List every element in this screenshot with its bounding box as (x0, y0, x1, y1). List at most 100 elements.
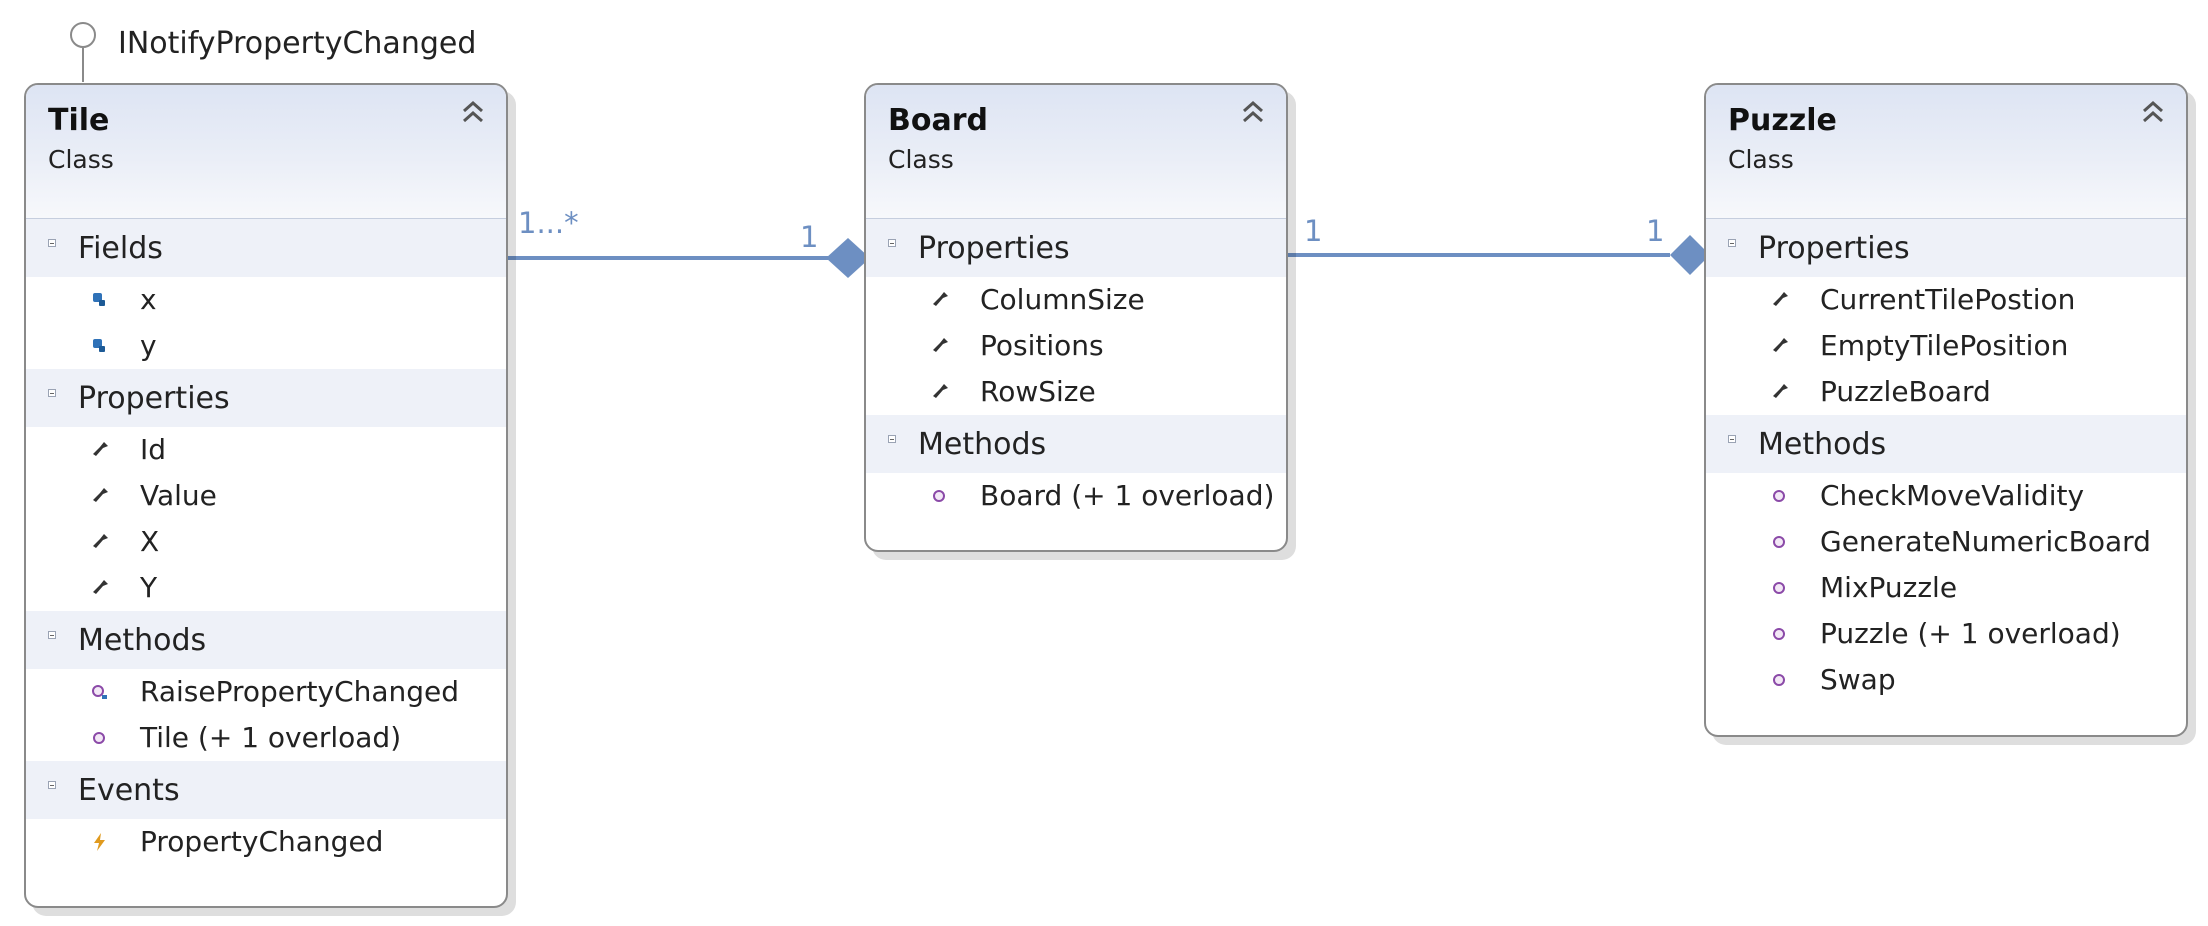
member-row[interactable]: Swap (1706, 657, 2186, 703)
property-icon (1770, 336, 1790, 356)
property-icon (90, 578, 110, 598)
member-row[interactable]: GenerateNumericBoard (1706, 519, 2186, 565)
section-label: Properties (1758, 231, 1910, 266)
field-icon (90, 336, 110, 356)
tile-board-target-multiplicity: 1 (800, 220, 819, 254)
section-collapse-icon[interactable] (1728, 435, 1736, 443)
member-row[interactable]: PuzzleBoard (1706, 369, 2186, 415)
section-collapse-icon[interactable] (888, 239, 896, 247)
member-name: PropertyChanged (140, 825, 384, 858)
member-row[interactable]: RaisePropertyChanged (26, 669, 506, 715)
member-name: CheckMoveValidity (1820, 479, 2085, 512)
field-icon (90, 290, 110, 310)
member-row[interactable]: Puzzle (+ 1 overload) (1706, 611, 2186, 657)
method-icon (1770, 670, 1790, 690)
member-row[interactable]: ColumnSize (866, 277, 1286, 323)
private-method-icon (90, 682, 110, 702)
board-puzzle-source-multiplicity: 1 (1304, 214, 1323, 248)
class-stereotype: Class (48, 145, 114, 174)
section-label: Methods (78, 623, 207, 658)
section-header-events[interactable]: Events (26, 761, 506, 819)
property-icon (930, 382, 950, 402)
member-name: Board (+ 1 overload) (980, 479, 1275, 512)
section-header-methods[interactable]: Methods (26, 611, 506, 669)
section-collapse-icon[interactable] (48, 389, 56, 397)
method-icon (1770, 578, 1790, 598)
member-row[interactable]: EmptyTilePosition (1706, 323, 2186, 369)
member-row[interactable]: CurrentTilePostion (1706, 277, 2186, 323)
member-name: RowSize (980, 375, 1096, 408)
member-row[interactable]: Tile (+ 1 overload) (26, 715, 506, 761)
section-label: Methods (918, 427, 1047, 462)
member-name: Puzzle (+ 1 overload) (1820, 617, 2121, 650)
member-row[interactable]: PropertyChanged (26, 819, 506, 865)
collapse-icon[interactable] (1238, 97, 1268, 127)
puzzle-composition-diamond-icon (1670, 235, 1710, 275)
member-name: Tile (+ 1 overload) (140, 721, 402, 754)
interface-circle-icon (70, 22, 96, 48)
property-icon (90, 440, 110, 460)
member-row[interactable]: MixPuzzle (1706, 565, 2186, 611)
member-name: Id (140, 433, 167, 466)
section-header-fields[interactable]: Fields (26, 219, 506, 277)
tile-board-source-multiplicity: 1...* (518, 206, 579, 240)
section-collapse-icon[interactable] (48, 239, 56, 247)
member-row[interactable]: X (26, 519, 506, 565)
member-row[interactable]: y (26, 323, 506, 369)
collapse-icon[interactable] (458, 97, 488, 127)
method-icon (1770, 532, 1790, 552)
section-header-properties[interactable]: Properties (866, 219, 1286, 277)
event-icon (90, 832, 110, 852)
member-row[interactable]: Value (26, 473, 506, 519)
section-label: Methods (1758, 427, 1887, 462)
section-label: Events (78, 773, 180, 808)
section-header-methods[interactable]: Methods (1706, 415, 2186, 473)
member-name: y (140, 329, 157, 362)
section-collapse-icon[interactable] (1728, 239, 1736, 247)
class-name: Board (888, 103, 988, 138)
member-row[interactable]: Board (+ 1 overload) (866, 473, 1286, 519)
collapse-icon[interactable] (2138, 97, 2168, 127)
section-label: Properties (78, 381, 230, 416)
member-name: Y (140, 571, 158, 604)
property-icon (1770, 290, 1790, 310)
member-row[interactable]: CheckMoveValidity (1706, 473, 2186, 519)
class-name: Tile (48, 103, 110, 138)
section-header-properties[interactable]: Properties (26, 369, 506, 427)
method-icon (1770, 486, 1790, 506)
member-name: Positions (980, 329, 1104, 362)
section-collapse-icon[interactable] (48, 781, 56, 789)
property-icon (930, 336, 950, 356)
section-header-properties[interactable]: Properties (1706, 219, 2186, 277)
member-name: X (140, 525, 160, 558)
class-stereotype: Class (888, 145, 954, 174)
member-row[interactable]: RowSize (866, 369, 1286, 415)
member-row[interactable]: x (26, 277, 506, 323)
board-puzzle-target-multiplicity: 1 (1646, 214, 1665, 248)
member-row[interactable]: Positions (866, 323, 1286, 369)
interface-name: INotifyPropertyChanged (118, 26, 477, 61)
property-icon (930, 290, 950, 310)
member-row[interactable]: Y (26, 565, 506, 611)
section-collapse-icon[interactable] (888, 435, 896, 443)
section-collapse-icon[interactable] (48, 631, 56, 639)
property-icon (1770, 382, 1790, 402)
member-name: Value (140, 479, 217, 512)
section-header-methods[interactable]: Methods (866, 415, 1286, 473)
member-name: Swap (1820, 663, 1896, 696)
section-label: Fields (78, 231, 163, 266)
member-name: x (140, 283, 157, 316)
member-name: ColumnSize (980, 283, 1145, 316)
member-row[interactable]: Id (26, 427, 506, 473)
member-name: MixPuzzle (1820, 571, 1958, 604)
property-icon (90, 486, 110, 506)
member-name: EmptyTilePosition (1820, 329, 2069, 362)
property-icon (90, 532, 110, 552)
